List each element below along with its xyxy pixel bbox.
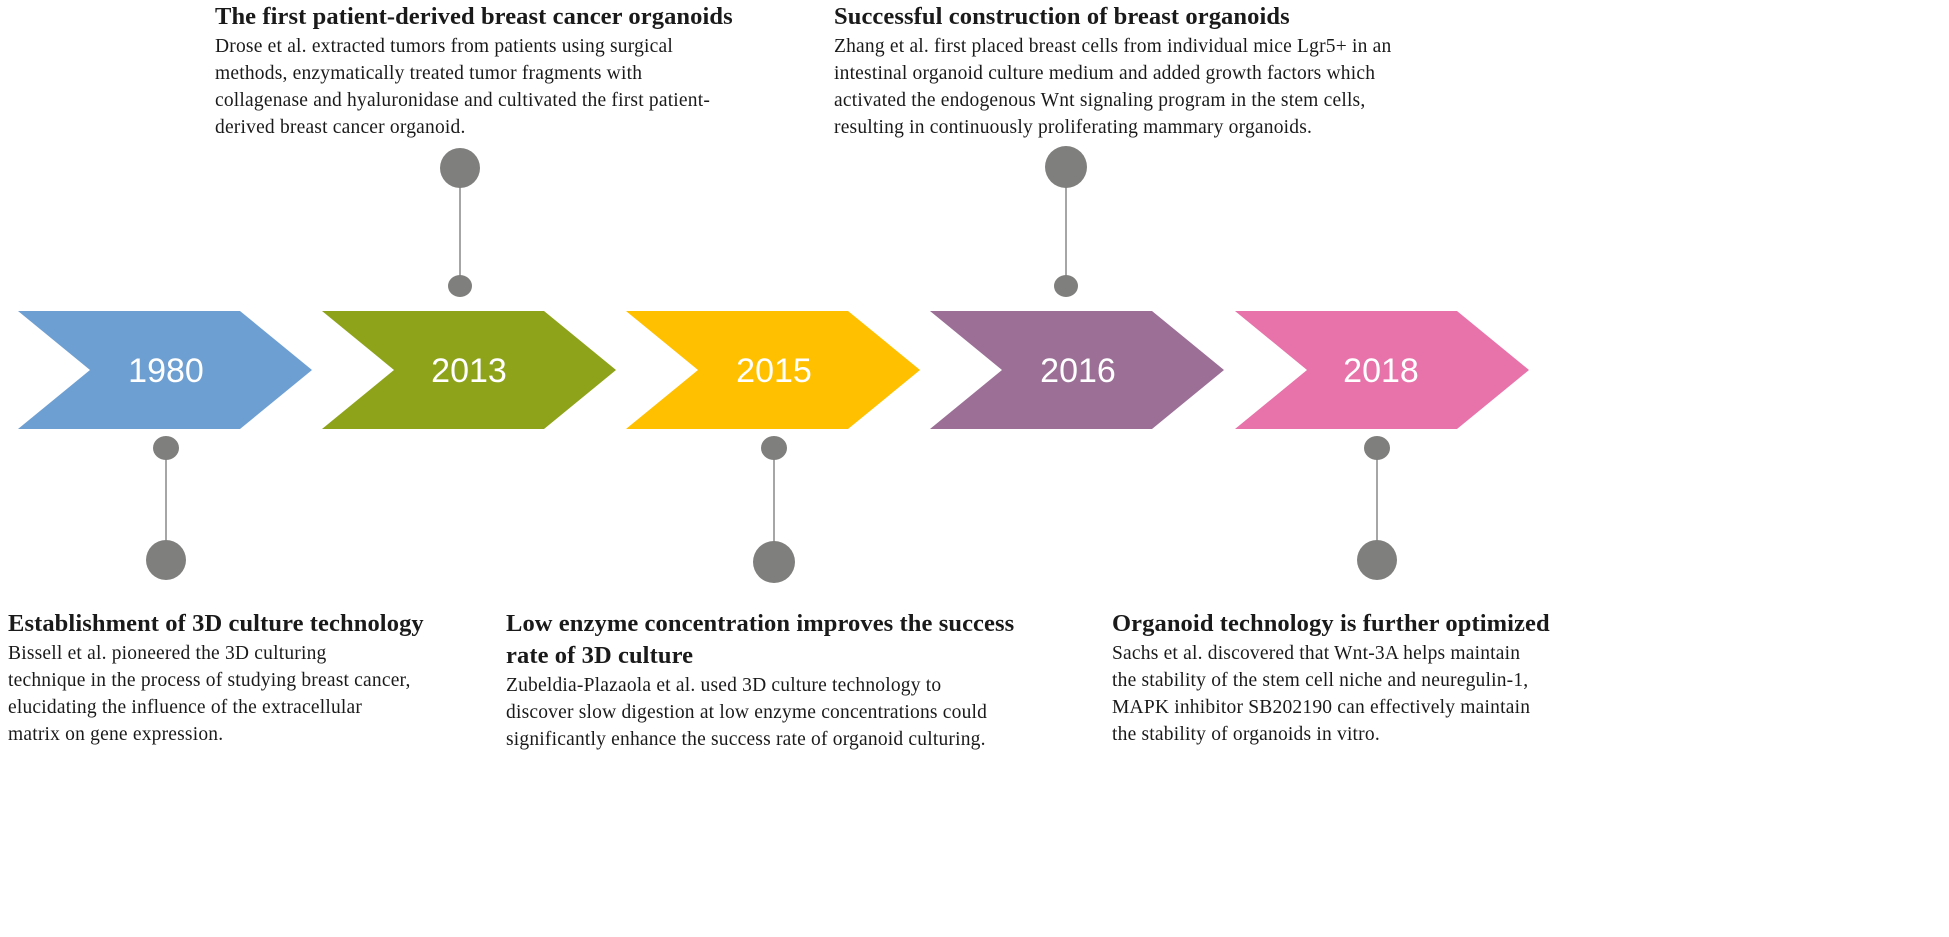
connector-small-dot-2013 [448,275,472,297]
connector-2016 [1045,146,1087,297]
event-desc-line: activated the endogenous Wnt signaling p… [834,90,1366,111]
year-label-2018: 2018 [1343,352,1419,390]
year-label-2015: 2015 [736,352,812,390]
event-desc-line: intestinal organoid culture medium and a… [834,63,1376,84]
milestone-1980: 1980 [18,311,312,429]
event-title-2015: Low enzyme concentration improves the su… [506,610,1015,637]
connector-small-dot-2015 [761,436,787,460]
event-title-2018: Organoid technology is further optimized [1112,610,1550,637]
event-2013: The first patient-derived breast cancer … [215,1,915,141]
connector-2018 [1357,436,1397,580]
connector-large-dot-1980 [146,540,186,580]
event-desc-line: discover slow digestion at low enzyme co… [506,702,988,723]
chevron-arrow-2015 [626,311,920,429]
connector-small-dot-2016 [1054,275,1078,297]
year-label-2016: 2016 [1040,352,1116,390]
event-2016: Successful construction of breast organo… [834,1,1554,141]
connector-2013 [440,148,480,297]
event-desc-line: Bissell et al. pioneered the 3D culturin… [8,643,327,664]
event-desc-line: Sachs et al. discovered that Wnt-3A help… [1112,643,1521,664]
connector-2015 [753,436,795,583]
event-desc-line: derived breast cancer organoid. [215,117,466,138]
event-desc-line: the stability of organoids in vitro. [1112,724,1380,745]
chevron-arrow-2013 [322,311,616,429]
event-desc-line: resulting in continuously proliferating … [834,117,1313,138]
connector-large-dot-2018 [1357,540,1397,580]
event-2015: Low enzyme concentration improves the su… [506,608,1076,753]
event-1980: Establishment of 3D culture technology B… [8,608,518,748]
year-label-2013: 2013 [431,352,507,390]
chevron-arrow-2018 [1235,311,1529,429]
event-desc-line: methods, enzymatically treated tumor fra… [215,63,643,84]
event-2018: Organoid technology is further optimized… [1112,608,1572,748]
event-desc-line: Zhang et al. first placed breast cells f… [834,36,1392,57]
event-desc-line: the stability of the stem cell niche and… [1112,670,1529,691]
event-title-2015-cont: rate of 3D culture [506,642,694,669]
event-desc-line: Drose et al. extracted tumors from patie… [215,36,673,57]
event-desc-line: Zubeldia-Plazaola et al. used 3D culture… [506,675,942,696]
event-desc-line: significantly enhance the success rate o… [506,729,986,750]
connector-small-dot-1980 [153,436,179,460]
event-desc-line: MAPK inhibitor SB202190 can effectively … [1112,697,1531,718]
event-title-2013: The first patient-derived breast cancer … [215,3,733,30]
connector-large-dot-2015 [753,541,795,583]
connector-large-dot-2013 [440,148,480,188]
event-title-1980: Establishment of 3D culture technology [8,610,424,637]
event-title-2016: Successful construction of breast organo… [834,3,1290,30]
milestone-2013: 2013 [322,311,616,429]
chevron-arrow-1980 [18,311,312,429]
year-label-1980: 1980 [128,352,204,390]
connector-small-dot-2018 [1364,436,1390,460]
chevron-arrow-2016 [930,311,1224,429]
event-desc-line: collagenase and hyaluronidase and cultiv… [215,90,711,111]
connector-large-dot-2016 [1045,146,1087,188]
milestone-2018: 2018 [1235,311,1529,429]
event-desc-line: elucidating the influence of the extrace… [8,697,363,718]
event-desc-line: matrix on gene expression. [8,724,224,745]
event-desc-line: technique in the process of studying bre… [8,670,411,691]
milestone-2015: 2015 [626,311,920,429]
milestone-2016: 2016 [930,311,1224,429]
connector-1980 [146,436,186,580]
